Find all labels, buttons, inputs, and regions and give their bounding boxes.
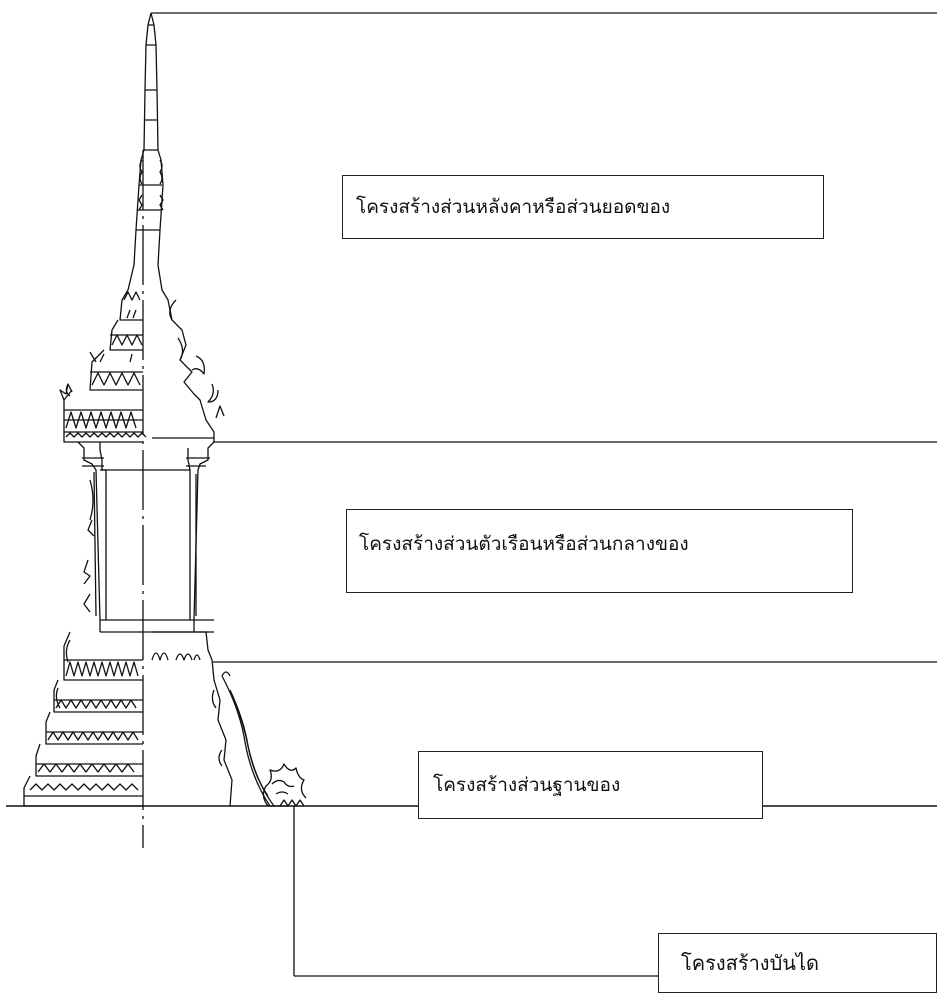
roof-section-label: โครงสร้างส่วนหลังคาหรือส่วนยอดของ: [342, 175, 824, 239]
roof-section-label-text: โครงสร้างส่วนหลังคาหรือส่วนยอดของ: [356, 196, 671, 218]
body-section: [77, 441, 215, 633]
body-section-label: โครงสร้างส่วนตัวเรือนหรือส่วนกลางของ: [346, 509, 853, 593]
base-section-label-text: โครงสร้างส่วนฐานของ: [433, 774, 621, 796]
base-right-silhouette: [151, 631, 233, 807]
stupa-spire: [127, 12, 164, 291]
base-section-label: โครงสร้างส่วนฐานของ: [418, 751, 763, 819]
stair-section-label-text: โครงสร้างบันได: [681, 951, 819, 975]
base-section: [23, 631, 143, 807]
roof-right-silhouette: [152, 264, 225, 442]
section-divider-lines: [6, 12, 937, 977]
body-section-label-text: โครงสร้างส่วนตัวเรือนหรือส่วนกลางของ: [359, 533, 689, 555]
roof-tiers: [59, 289, 147, 443]
stair-naga-balustrade: [221, 671, 307, 807]
stair-section-label: โครงสร้างบันได: [658, 933, 937, 993]
